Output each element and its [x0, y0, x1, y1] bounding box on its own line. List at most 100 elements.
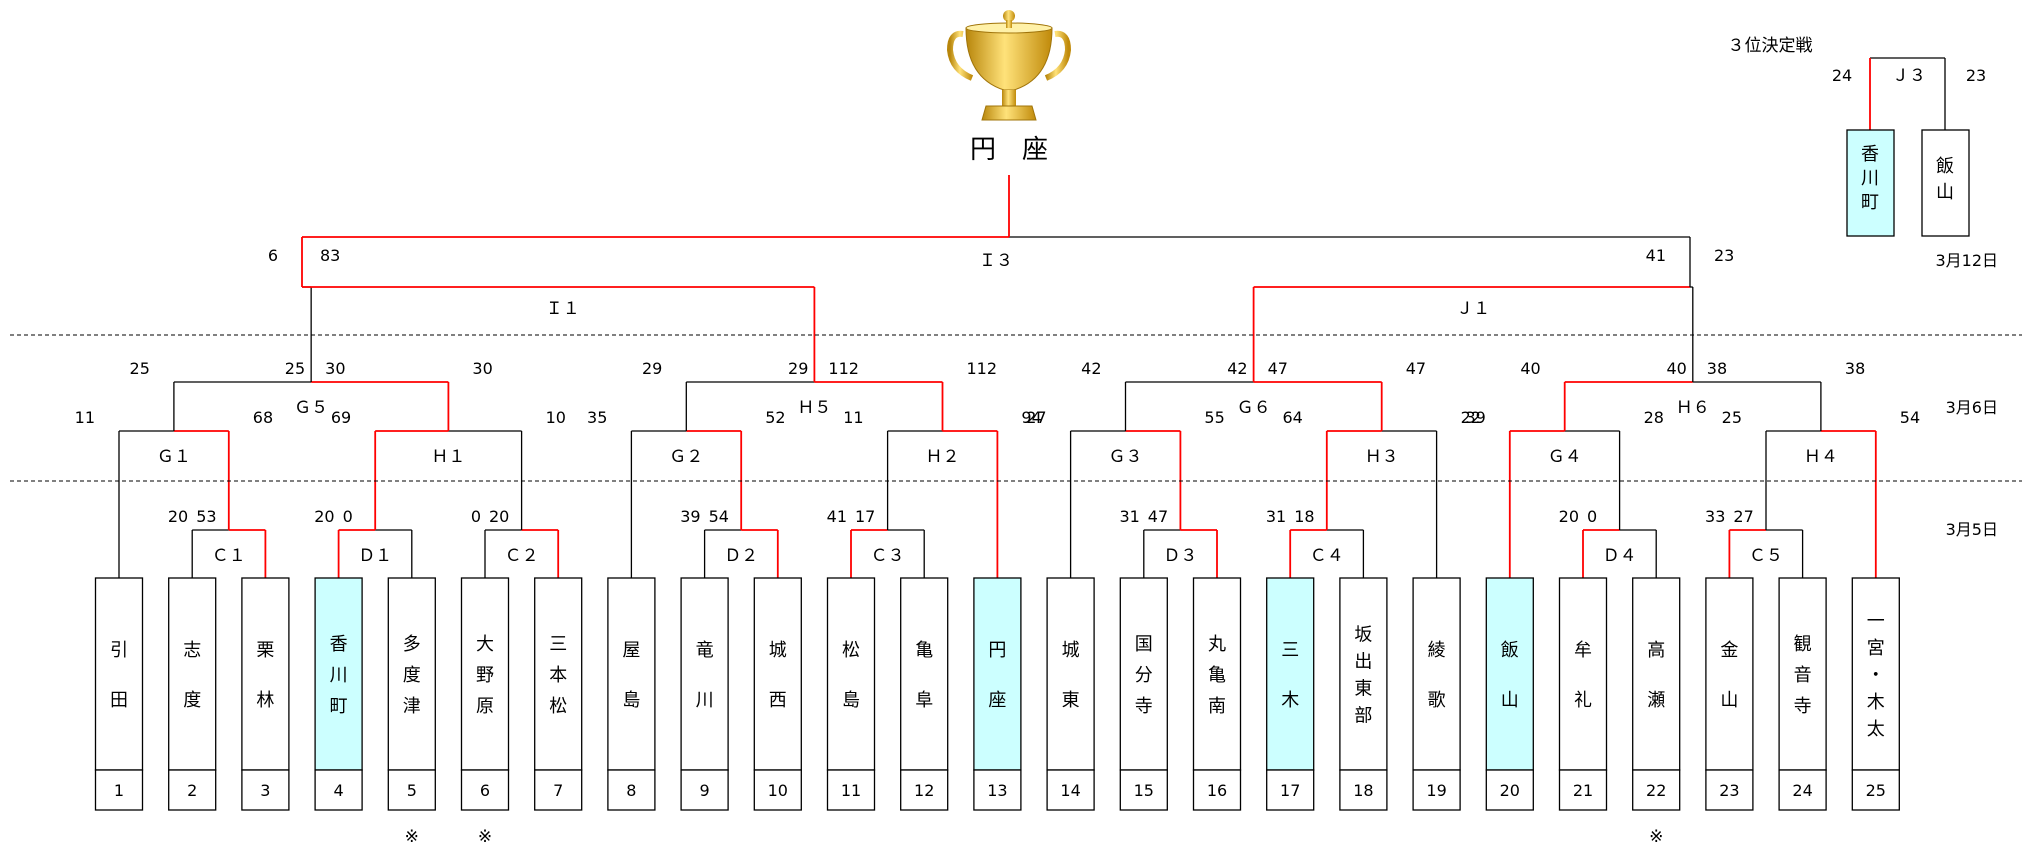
team-number-box	[1046, 769, 1095, 811]
match-label: Ｄ３	[1163, 546, 1197, 566]
team-number: 17	[1280, 781, 1300, 800]
match-label: Ｃ３	[871, 546, 905, 566]
team-name: 飯山	[1501, 640, 1519, 711]
score: 0	[343, 507, 353, 526]
team-box	[826, 577, 876, 771]
score: 41	[827, 507, 847, 526]
team-name: 牟礼	[1574, 640, 1592, 711]
match-label: Ｇ１	[157, 447, 191, 467]
team-name: 亀阜	[915, 640, 933, 711]
team-number: 4	[334, 781, 344, 800]
team-name: 竜川	[696, 640, 714, 711]
match-label: Ｃ４	[1310, 546, 1344, 566]
score: 30	[325, 359, 345, 378]
team-number: 11	[841, 781, 861, 800]
team-name: 丸亀南	[1208, 634, 1226, 717]
score: 54	[709, 507, 729, 526]
team-box	[387, 577, 436, 771]
score: 25	[1722, 408, 1742, 427]
team-number-box	[607, 769, 656, 811]
score: 53	[196, 507, 216, 526]
team-box	[1412, 577, 1461, 771]
team-number: 15	[1134, 781, 1154, 800]
score: 10	[546, 408, 566, 427]
score: 55	[1204, 408, 1224, 427]
team-number-box	[460, 769, 510, 811]
team-number-box	[314, 769, 363, 811]
team-box	[1705, 577, 1754, 771]
team-number-box	[900, 769, 949, 811]
score: 11	[843, 408, 863, 427]
score: 11	[75, 408, 95, 427]
match-label: Ｇ２	[669, 447, 703, 467]
team-box	[900, 577, 949, 771]
score: 40	[1666, 359, 1686, 378]
team-box	[973, 577, 1022, 771]
team-name: 松島	[842, 640, 860, 711]
team-number: 12	[914, 781, 934, 800]
match-label: Ｈ２	[926, 447, 960, 467]
team-number-box	[1192, 769, 1242, 811]
score: 39	[680, 507, 700, 526]
team-number: 5	[407, 781, 417, 800]
score: 25	[130, 359, 150, 378]
score: 69	[331, 408, 351, 427]
team-number-box	[387, 769, 436, 811]
team-number: 25	[1866, 781, 1886, 800]
score: 18	[1294, 507, 1314, 526]
team-number-box	[1119, 769, 1168, 811]
team-name: 城東	[1062, 640, 1080, 711]
score: 0	[1587, 507, 1597, 526]
team-number: 23	[1719, 781, 1739, 800]
score: 42	[1227, 359, 1247, 378]
match-label: Ｄ４	[1603, 546, 1637, 566]
third-place-left-score: 24	[1832, 66, 1852, 85]
team-number-box	[1339, 769, 1388, 811]
trophy-icon	[946, 10, 1072, 121]
team-number-box	[94, 769, 144, 811]
team-name: 坂出東部	[1354, 625, 1372, 727]
team-box	[1485, 577, 1534, 771]
score: 29	[642, 359, 662, 378]
team-name: 円座	[988, 640, 1006, 711]
match-label: Ｃ２	[505, 546, 539, 566]
score: 31	[1266, 507, 1286, 526]
match-label: Ｈ３	[1365, 447, 1399, 467]
third-place-left-team-box	[1846, 129, 1895, 237]
score: 6	[268, 246, 278, 265]
team-name: 三本松	[549, 634, 567, 717]
team-box	[753, 577, 802, 771]
score: 112	[828, 359, 859, 378]
team-box	[94, 577, 144, 771]
match-label: Ｃ５	[1749, 546, 1783, 566]
score: 47	[1148, 507, 1168, 526]
third-place-left-team: 香川町	[1861, 144, 1879, 213]
team-box	[460, 577, 510, 771]
team-name: 大野原	[476, 634, 494, 717]
score: 83	[320, 246, 340, 265]
date-round1: 3月5日	[1946, 520, 1998, 539]
score: 25	[285, 359, 305, 378]
score: 33	[1705, 507, 1725, 526]
score: 17	[855, 507, 875, 526]
score: 20	[1559, 507, 1579, 526]
date-final: 3月12日	[1935, 251, 1998, 270]
score: 38	[1707, 359, 1727, 378]
team-box	[607, 577, 656, 771]
team-number-box	[241, 769, 290, 811]
score: 38	[1845, 359, 1865, 378]
team-number-box	[1705, 769, 1754, 811]
team-number-box	[973, 769, 1022, 811]
score: 52	[765, 408, 785, 427]
third-place-title: ３位決定戦	[1728, 36, 1813, 56]
team-number-box	[1485, 769, 1534, 811]
team-box	[534, 577, 583, 771]
team-number: 21	[1573, 781, 1593, 800]
team-name: 観音寺	[1794, 634, 1812, 717]
team-name: 綾歌	[1428, 640, 1446, 711]
score: 20	[314, 507, 334, 526]
score: 23	[1714, 246, 1734, 265]
team-name: 一宮・木太	[1867, 611, 1885, 740]
team-box	[1851, 577, 1900, 771]
